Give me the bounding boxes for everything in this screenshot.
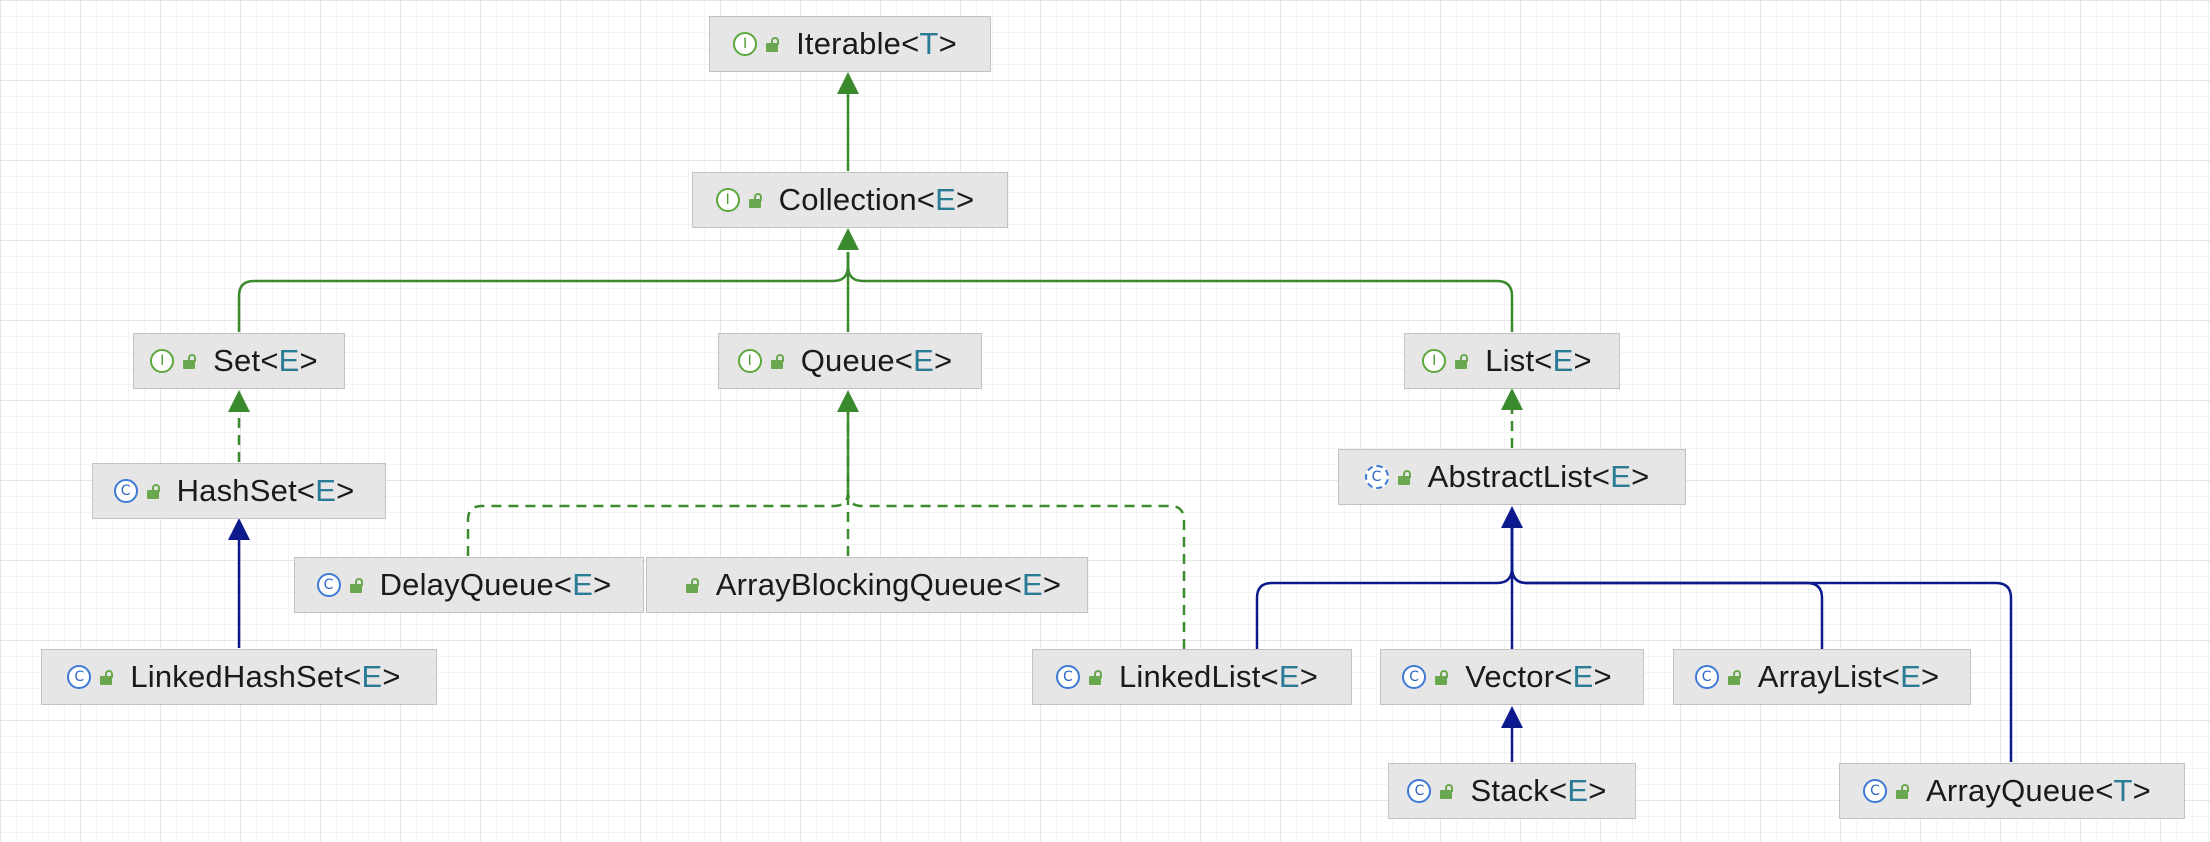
interface-icon: I <box>150 349 175 373</box>
class-icon: C <box>67 665 92 689</box>
public-lock-icon <box>146 483 160 499</box>
public-lock-icon <box>1440 783 1454 799</box>
node-badges: C <box>1364 465 1411 489</box>
node-label: ArrayBlockingQueue<E> <box>715 567 1062 602</box>
public-lock-icon <box>685 577 699 593</box>
node-linkedlist[interactable]: C LinkedList<E> <box>1032 649 1352 705</box>
abstract-class-icon: C <box>1364 465 1389 489</box>
node-list[interactable]: I List<E> <box>1404 333 1620 389</box>
public-lock-icon <box>770 353 784 369</box>
edge-collection-iterable <box>837 72 859 171</box>
node-badges: I <box>150 349 197 373</box>
node-label: Set<E> <box>213 343 318 378</box>
interface-icon: I <box>715 188 740 212</box>
node-label: Iterable<T> <box>796 26 957 61</box>
node-set[interactable]: I Set<E> <box>133 333 345 389</box>
edge-subinterfaces-collection <box>237 252 1514 332</box>
edge-hashset-set <box>228 390 250 462</box>
node-abstractlist[interactable]: C AbstractList<E> <box>1338 449 1686 505</box>
class-icon: C <box>1863 779 1888 803</box>
node-badges: C <box>316 573 363 597</box>
node-label: AbstractList<E> <box>1427 459 1650 494</box>
node-label: HashSet<E> <box>176 473 355 508</box>
class-icon: C <box>316 573 341 597</box>
class-icon: C <box>113 479 138 503</box>
public-lock-icon <box>349 577 363 593</box>
node-badges: C <box>1055 665 1102 689</box>
node-label: List<E> <box>1485 343 1592 378</box>
edge-stack-vector <box>1501 706 1523 762</box>
public-lock-icon <box>1455 353 1469 369</box>
node-badges <box>677 577 699 593</box>
public-lock-icon <box>1727 669 1741 685</box>
class-icon: C <box>1694 665 1719 689</box>
node-badges: I <box>737 349 784 373</box>
node-collection[interactable]: I Collection<E> <box>692 172 1008 228</box>
node-vector[interactable]: C Vector<E> <box>1380 649 1644 705</box>
node-arrayqueue[interactable]: C ArrayQueue<T> <box>1839 763 2185 819</box>
edge-queue-implementations <box>466 412 1186 649</box>
node-stack[interactable]: C Stack<E> <box>1388 763 1636 819</box>
public-lock-icon <box>1088 669 1102 685</box>
node-badges: C <box>67 665 114 689</box>
interface-icon: I <box>737 349 762 373</box>
node-label: Collection<E> <box>778 182 975 217</box>
interface-icon: I <box>1422 349 1447 373</box>
node-badges: I <box>1422 349 1469 373</box>
node-badges: C <box>1863 779 1910 803</box>
node-label: LinkedHashSet<E> <box>130 659 401 694</box>
node-label: ArrayList<E> <box>1757 659 1940 694</box>
node-arraylist[interactable]: C ArrayList<E> <box>1673 649 1971 705</box>
node-badges: C <box>1694 665 1741 689</box>
node-linkedhashset[interactable]: C LinkedHashSet<E> <box>41 649 437 705</box>
public-lock-icon <box>766 36 780 52</box>
node-badges: I <box>733 32 780 56</box>
node-queue[interactable]: I Queue<E> <box>718 333 982 389</box>
node-badges: I <box>715 188 762 212</box>
node-hashset[interactable]: C HashSet<E> <box>92 463 386 519</box>
public-lock-icon <box>100 669 114 685</box>
class-icon: C <box>1055 665 1080 689</box>
node-arrayblockingqueue[interactable]: ArrayBlockingQueue<E> <box>646 557 1088 613</box>
public-lock-icon <box>748 192 762 208</box>
class-icon: C <box>1407 779 1432 803</box>
edge-abstractlist-arrowhead <box>1501 506 1523 528</box>
public-lock-icon <box>183 353 197 369</box>
edge-abstractlist-subclasses <box>1255 528 2013 762</box>
public-lock-icon <box>1397 469 1411 485</box>
class-icon: C <box>1402 665 1427 689</box>
node-label: DelayQueue<E> <box>379 567 612 602</box>
public-lock-icon <box>1896 783 1910 799</box>
edge-collection-arrowhead <box>837 228 859 250</box>
node-badges: C <box>1407 779 1454 803</box>
edge-abstractlist-list <box>1501 388 1523 448</box>
node-iterable[interactable]: I Iterable<T> <box>709 16 991 72</box>
node-label: Stack<E> <box>1470 773 1607 808</box>
edge-linkedhashset-hashset <box>228 518 250 648</box>
interface-icon: I <box>733 32 758 56</box>
node-label: Vector<E> <box>1465 659 1612 694</box>
node-badges: C <box>113 479 160 503</box>
node-badges: C <box>1402 665 1449 689</box>
node-label: LinkedList<E> <box>1118 659 1319 694</box>
public-lock-icon <box>1435 669 1449 685</box>
edge-queue-arrowhead <box>837 390 859 412</box>
node-label: ArrayQueue<T> <box>1926 773 2151 808</box>
node-delayqueue[interactable]: C DelayQueue<E> <box>294 557 644 613</box>
node-label: Queue<E> <box>800 343 953 378</box>
